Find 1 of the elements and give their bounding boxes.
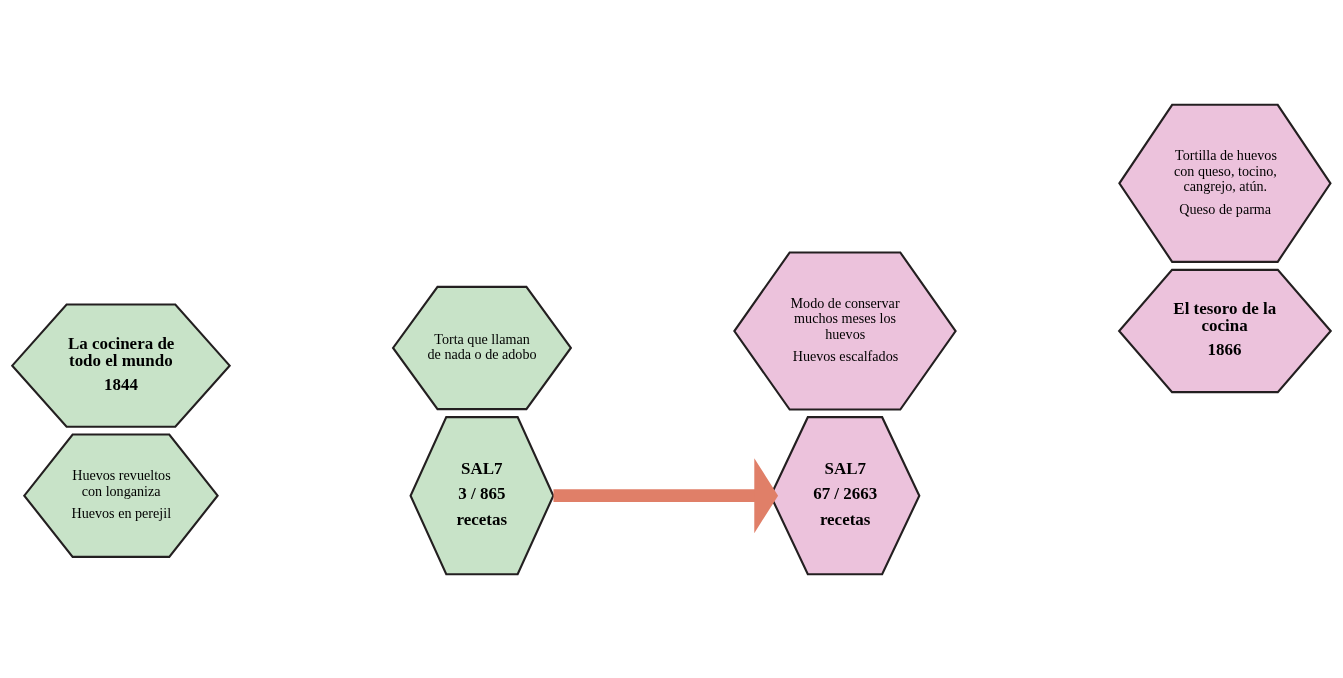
arrow — [553, 457, 779, 533]
